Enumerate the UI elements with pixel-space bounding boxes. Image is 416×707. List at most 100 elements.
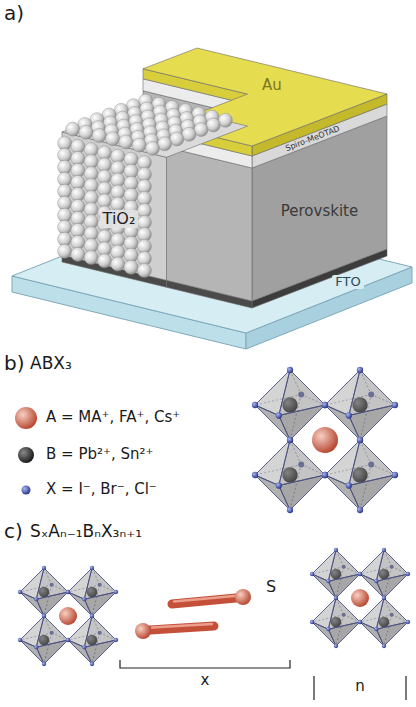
tio2-particle (84, 251, 98, 265)
n-bracket (314, 676, 406, 700)
x-atom (358, 620, 362, 624)
x-atom (334, 644, 338, 648)
octahedron-face (328, 622, 360, 646)
x-atom (252, 472, 258, 478)
x-atom (252, 402, 258, 408)
x-atom (358, 572, 362, 576)
x-atom (322, 402, 328, 408)
dimension-label: n (355, 678, 365, 695)
x-atom (382, 548, 386, 552)
legend-item: B = Pb²⁺, Sn²⁺ (46, 446, 153, 463)
x-atom (42, 566, 46, 570)
x-atom (287, 507, 293, 513)
x-atom (382, 596, 386, 600)
tio2-particle (218, 113, 232, 127)
octahedron-face (349, 475, 395, 510)
layer-name: Au (262, 77, 282, 94)
legend-text: A = MA⁺, FA⁺, Cs⁺ (46, 409, 180, 426)
octahedron-face (376, 574, 408, 598)
tio2-particle (58, 244, 72, 258)
layer-name: Spiro-MeOTAD (285, 125, 341, 153)
tio2-particle (92, 129, 106, 143)
layered-perovskite-lattice (18, 548, 410, 666)
tio2-particle (119, 135, 133, 149)
x-atom (322, 402, 328, 408)
label-text: c) (4, 520, 23, 543)
tio2-particle (111, 257, 125, 271)
x-atom (357, 507, 363, 513)
x-atom (114, 638, 118, 642)
x-atom (322, 472, 328, 478)
panel-letter: b) (4, 352, 25, 375)
perovskite-lattice (252, 367, 398, 513)
octahedron-face (84, 592, 116, 616)
x-atom (82, 597, 86, 601)
x-atom (276, 412, 282, 418)
mesoporous-face (62, 132, 167, 280)
spacer-label: S (266, 578, 276, 596)
octahedron-face (349, 405, 395, 440)
x-atom (90, 614, 94, 618)
x-atom (358, 572, 362, 576)
x-atom (334, 596, 338, 600)
tio2-particle (79, 125, 93, 139)
panel-letter: a) (4, 2, 24, 25)
tio2-particle (170, 132, 184, 146)
tio2-particle (124, 260, 138, 274)
b-cation-sphere (18, 447, 34, 463)
tio2-particle (194, 123, 208, 137)
legend-text: X = I⁻, Br⁻, Cl⁻ (46, 481, 157, 498)
x-atom (357, 437, 363, 443)
spacer-highlight (152, 624, 212, 628)
x-atom (34, 597, 38, 601)
tio2-particle (66, 122, 80, 136)
layer-label: Au (262, 77, 282, 94)
x-atom (334, 596, 338, 600)
x-atom (346, 482, 352, 488)
x-atom (90, 614, 94, 618)
octahedron-face (36, 640, 68, 664)
a-cation (312, 427, 338, 453)
dimension-label: x (201, 672, 210, 689)
a-cation-sphere (15, 407, 37, 429)
formula: SₓAₙ₋₁BₙX₃ₙ₊₁ (30, 522, 142, 542)
label-text: b) (4, 352, 25, 375)
x-atom (66, 638, 70, 642)
label-text: SₓAₙ₋₁BₙX₃ₙ₊₁ (30, 522, 142, 542)
x-atom (406, 620, 410, 624)
x-atom (310, 572, 314, 576)
x-atom (287, 367, 293, 373)
layer-label: Spiro-MeOTAD (285, 125, 341, 153)
legend-text: B = Pb²⁺, Sn²⁺ (46, 446, 153, 463)
x-atom (382, 596, 386, 600)
panel-letter: c) (4, 520, 23, 543)
layer-label: FTO (332, 275, 363, 290)
tio2-particle (206, 118, 220, 132)
label-text: n (355, 678, 365, 695)
x-atom (114, 590, 118, 594)
octahedron-face (84, 640, 116, 664)
legend-item: X = I⁻, Br⁻, Cl⁻ (46, 481, 157, 498)
x-bracket (120, 660, 290, 668)
tio2-particle (132, 138, 146, 152)
spacer-highlight (174, 596, 234, 602)
mesoporous-top (62, 101, 248, 158)
legend-spheres (15, 407, 37, 495)
tio2-particle (158, 137, 172, 151)
gold-top (143, 48, 387, 146)
x-atom (406, 572, 410, 576)
perovskite-layer (167, 147, 253, 301)
x-atom (310, 620, 314, 624)
x-atom (90, 662, 94, 666)
x-atom (322, 472, 328, 478)
x-atom (82, 645, 86, 649)
x-atom (326, 579, 330, 583)
layer-label: Perovskite (281, 203, 358, 220)
x-atom (42, 614, 46, 618)
x-atom (287, 437, 293, 443)
x-atom (382, 644, 386, 648)
x-atom (374, 627, 378, 631)
x-atom (18, 590, 22, 594)
spacer-molecules (135, 589, 251, 639)
x-atom (42, 662, 46, 666)
